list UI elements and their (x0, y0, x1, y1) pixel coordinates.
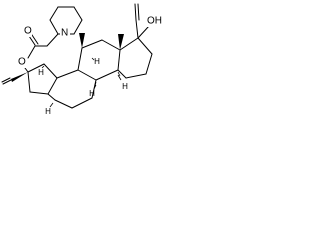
hydrogen-label-2: H (122, 82, 128, 91)
carbonyl-oxygen-label: O (24, 26, 32, 37)
hydrogen-label-3: H (89, 89, 95, 98)
ring-d (117, 37, 153, 79)
atom-labels: N O O OH (17, 15, 168, 68)
ethynyl-right (134, 3, 140, 39)
angular-methyls (79, 33, 124, 50)
nitrogen-label: N (61, 28, 68, 39)
hydrogen-label-4: H (45, 107, 51, 116)
hydroxyl-label: OH (147, 16, 162, 27)
ethynyl-left (1, 72, 28, 85)
ester-oxygen-label: O (18, 57, 26, 68)
hydrogen-label-5: H (38, 68, 44, 77)
stereo-hash-bonds (41, 57, 122, 108)
chemical-structure: N O O OH H H H H H (1, 3, 168, 116)
hydroxyl-bond (137, 25, 150, 39)
ring-a (27, 63, 58, 95)
ring-c (77, 39, 121, 81)
stereo-hydrogens: H H H H H (38, 57, 128, 116)
hydrogen-label-1: H (94, 57, 100, 66)
